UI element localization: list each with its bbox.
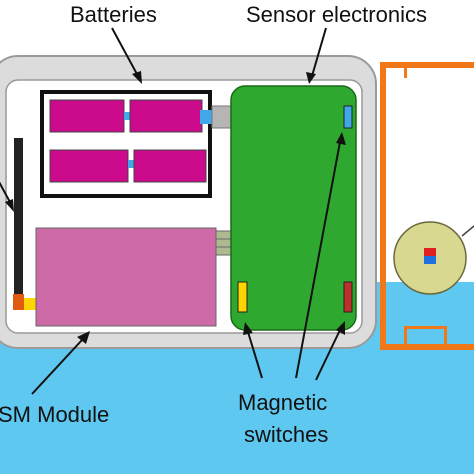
- antenna-pointer: [0, 181, 12, 205]
- gsm-pointer: [31, 339, 83, 395]
- battery-cell: [133, 149, 207, 183]
- label-sensor-electronics: Sensor electronics: [246, 2, 427, 27]
- switch-pointer: [247, 331, 263, 379]
- magnet-icon: [424, 248, 436, 256]
- arrowhead: [336, 321, 345, 335]
- label-magnetic: Magnetic: [238, 390, 327, 415]
- battery-cell: [49, 149, 129, 183]
- label-gsm-module: SM Module: [0, 402, 109, 427]
- battery-terminal: [128, 160, 134, 168]
- switch-yellow: [237, 281, 248, 313]
- switch-pointer: [295, 141, 341, 379]
- arrowhead: [243, 322, 253, 335]
- arrowhead: [132, 71, 142, 84]
- antenna-mount: [24, 298, 36, 310]
- arrowhead: [336, 132, 346, 145]
- arrowhead: [306, 72, 316, 84]
- magnet-south: [424, 256, 436, 264]
- gsm-module: [35, 227, 217, 327]
- switch-red: [343, 281, 353, 313]
- sensor-pointer: [311, 27, 327, 77]
- arrowhead: [5, 199, 14, 212]
- antenna-icon: [14, 138, 23, 298]
- battery-cell: [49, 99, 125, 133]
- batteries-pointer: [111, 27, 139, 77]
- switch-pointer: [315, 329, 341, 381]
- float-tether: [461, 225, 474, 237]
- arrowhead: [77, 331, 90, 344]
- battery-cell: [129, 99, 203, 133]
- sensor-pcb: [230, 85, 357, 331]
- label-batteries: Batteries: [70, 2, 157, 27]
- antenna-base: [13, 294, 24, 310]
- battery-terminal: [124, 112, 130, 120]
- switch-blue: [343, 105, 353, 129]
- label-switches: switches: [244, 422, 328, 447]
- float-tube: [378, 62, 474, 352]
